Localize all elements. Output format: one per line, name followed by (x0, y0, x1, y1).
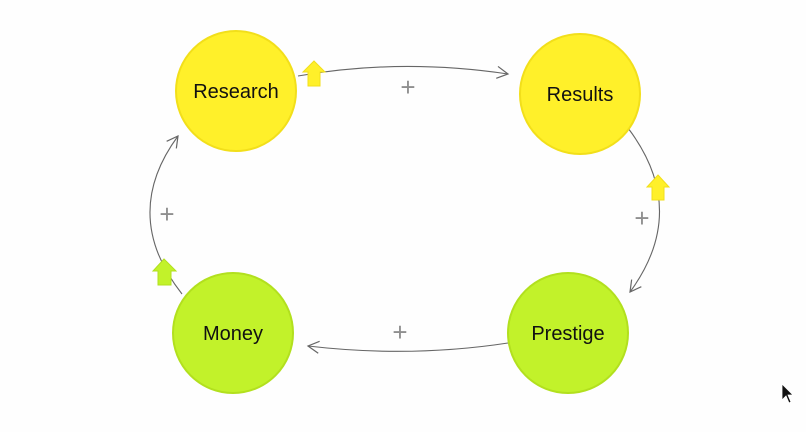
sign-money-to-research: + (159, 199, 174, 229)
up-arrow-icon[interactable] (151, 258, 178, 286)
node-results-label: Results (547, 84, 614, 106)
sign-prestige-to-money: + (392, 317, 407, 347)
edge-results-to-prestige[interactable] (627, 127, 661, 294)
up-arrow-icon[interactable] (301, 60, 327, 87)
edge-prestige-to-money[interactable] (306, 340, 509, 354)
node-money[interactable]: Money (172, 272, 294, 394)
node-money-label: Money (203, 323, 263, 345)
sign-results-to-prestige: + (634, 203, 649, 233)
node-research-label: Research (193, 81, 279, 103)
node-money-circle[interactable] (172, 272, 294, 394)
up-arrow-icon[interactable] (645, 174, 671, 201)
polarity-signs: + + + + (159, 72, 649, 347)
node-prestige[interactable]: Prestige (507, 272, 629, 394)
sign-research-to-results: + (400, 72, 415, 102)
node-research-circle[interactable] (175, 30, 297, 152)
node-results-circle[interactable] (519, 33, 641, 155)
node-results[interactable]: Results (519, 33, 641, 155)
node-research[interactable]: Research (175, 30, 297, 152)
node-prestige-label: Prestige (531, 323, 604, 345)
node-prestige-circle[interactable] (507, 272, 629, 394)
mouse-cursor-icon (781, 383, 794, 404)
